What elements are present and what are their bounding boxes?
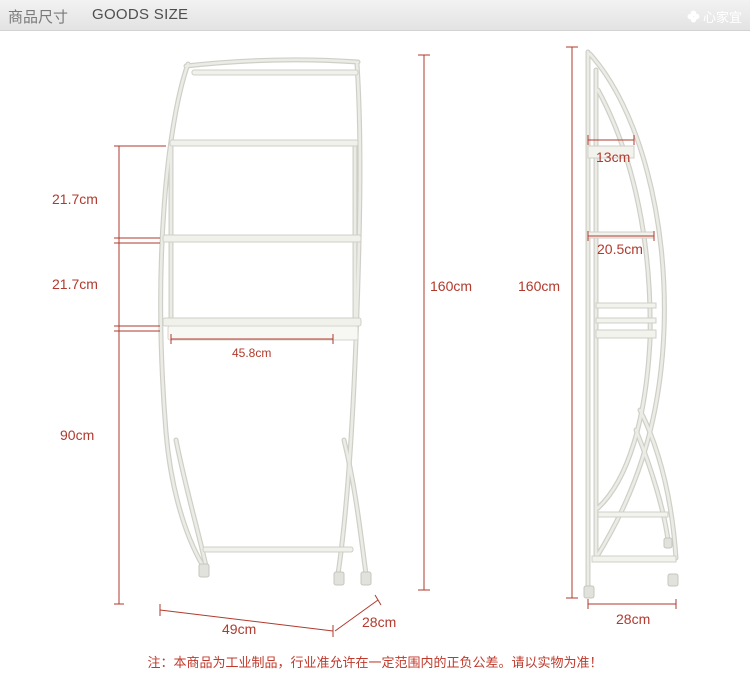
brand-logo: 心家宜 (687, 7, 742, 26)
title-chinese: 商品尺寸 (8, 8, 69, 26)
side-view-rack (583, 49, 679, 599)
front-base-depth-label: 28cm (362, 614, 396, 630)
bottom-height-label: 90cm (60, 427, 94, 443)
side-base-depth-label: 28cm (616, 611, 650, 627)
clover-icon (687, 10, 700, 23)
middle-shelf-depth-label: 20.5cm (597, 241, 643, 257)
shelf-gap-2-label: 21.7cm (52, 276, 98, 292)
brand-name: 心家宜 (702, 11, 742, 26)
title-english: GOODS SIZE (92, 6, 189, 23)
side-dimension-lines (566, 46, 677, 609)
front-total-height-label: 160cm (430, 278, 472, 294)
top-shelf-depth-label: 13cm (596, 149, 630, 165)
front-dimension-lines (114, 54, 430, 637)
header-bar: 商品尺寸 GOODS SIZE 心家宜 (0, 0, 750, 31)
shelf-width-label: 45.8cm (232, 346, 271, 360)
tolerance-footnote: 注：本商品为工业制品，行业准允许在一定范围内的正负公差。请以实物为准！ (147, 656, 603, 671)
base-width-label: 49cm (222, 621, 256, 637)
size-diagram: 21.7cm 21.7cm 90cm 160cm 45.8cm 49cm 28c… (52, 46, 679, 637)
shelf-gap-1-label: 21.7cm (52, 191, 98, 207)
front-view-rack (158, 57, 372, 586)
side-total-height-label: 160cm (518, 278, 560, 294)
